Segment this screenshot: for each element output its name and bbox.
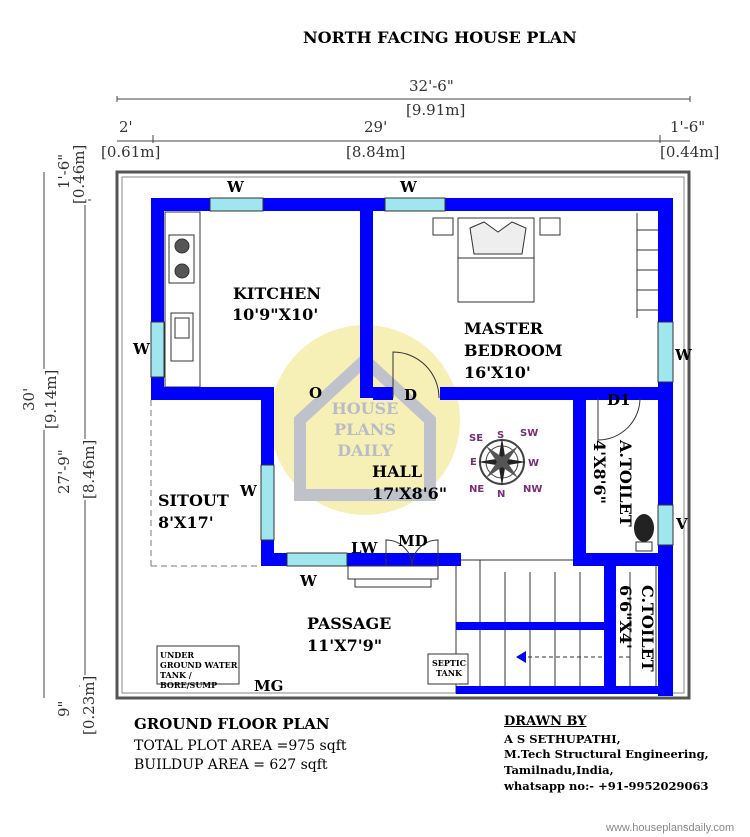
compass-ne: NE	[469, 484, 485, 495]
windows	[150, 197, 674, 567]
doors	[347, 351, 641, 588]
hall-name: HALL	[372, 462, 423, 481]
wardrobe	[636, 213, 658, 318]
window-label-kitchen-top: W	[227, 178, 244, 196]
sitout-name: SITOUT	[158, 491, 229, 510]
main-depth-ft: 27'-9"	[55, 448, 73, 495]
compass-n: N	[497, 489, 506, 500]
overall-width-m: [9.91m]	[405, 101, 467, 119]
credit-name: A S SETHUPATHI,	[504, 732, 621, 746]
credit-contact: whatsapp no:- +91-9952029063	[504, 779, 709, 793]
sitout-boundary	[150, 400, 261, 567]
window-label-kitchen-left: W	[133, 340, 150, 358]
compass-e: E	[470, 457, 477, 468]
hall-size: 17'X8'6"	[372, 484, 448, 503]
lw-label: LW	[351, 539, 378, 557]
compass-rose	[478, 438, 526, 486]
credit-heading: DRAWN BY	[504, 714, 587, 729]
toilet-fixture	[634, 514, 654, 552]
overall-depth-m: [9.14m]	[42, 368, 60, 430]
window-label-hall-left: W	[240, 482, 257, 500]
compass-se: SE	[469, 433, 484, 444]
middle-segment-ft: 29'	[363, 118, 389, 136]
ground-floor-plan-title: GROUND FLOOR PLAN	[134, 715, 330, 733]
water-tank-note: UNDER GROUND WATER TANK / BORE/SUMP	[160, 650, 238, 690]
window-label-bedroom-top: W	[400, 178, 417, 196]
bed	[432, 217, 561, 303]
left-segment-ft: 2'	[118, 118, 134, 136]
compass-nw: NW	[523, 484, 543, 495]
common-toilet-name: C.TOILET	[638, 585, 657, 672]
watermark-logo	[270, 325, 460, 515]
right-segment-ft: 1'-6"	[669, 118, 707, 136]
credit-qualification: M.Tech Structural Engineering,	[504, 747, 709, 761]
compass-sw: SW	[520, 428, 539, 439]
master-bedroom-name-2: BEDROOM	[464, 341, 563, 360]
attached-toilet-size: 4'X8'6"	[590, 440, 609, 504]
master-bedroom-size: 16'X10'	[464, 363, 531, 382]
window-label-bedroom-right: W	[675, 346, 692, 364]
kitchen-name: KITCHEN	[233, 284, 321, 303]
compass-s: S	[497, 430, 505, 441]
door-label: D	[404, 386, 418, 404]
plot-boundary	[115, 170, 691, 700]
right-segment-m: [0.44m]	[659, 143, 721, 161]
ventilator-label: V	[676, 515, 688, 533]
left-segment-m: [0.61m]	[100, 143, 162, 161]
door-1-label: D1	[607, 391, 631, 409]
master-bedroom-name-1: MASTER	[464, 319, 544, 338]
attached-toilet-name: A.TOILET	[616, 440, 635, 527]
window-label-hall-bottom: W	[300, 572, 317, 590]
kitchen-counter	[164, 211, 201, 388]
website-watermark: www.houseplansdaily.com	[606, 822, 735, 834]
overall-depth-ft: 30'	[20, 386, 38, 412]
overall-width-ft: 32'-6"	[408, 77, 455, 95]
top-segment-m: [0.46m]	[70, 143, 88, 205]
sitout-size: 8'X17'	[158, 513, 214, 532]
passage-size: 11'X7'9"	[307, 636, 383, 655]
main-gate-label: MG	[254, 677, 284, 695]
middle-segment-m: [8.84m]	[345, 143, 407, 161]
bottom-segment-ft: 9"	[55, 699, 73, 718]
compass-w: W	[528, 458, 540, 469]
water-tank-box	[156, 645, 240, 685]
passage-name: PASSAGE	[307, 614, 392, 633]
common-toilet-size: 6'6"X4'	[616, 585, 635, 649]
page-title: NORTH FACING HOUSE PLAN	[303, 28, 577, 47]
kitchen-size: 10'9"X10'	[232, 305, 319, 324]
septic-tank-box	[427, 653, 469, 685]
credit-location: Tamilnadu,India,	[504, 763, 614, 777]
total-plot-area: TOTAL PLOT AREA =975 sqft	[134, 738, 347, 754]
main-door-label: MD	[398, 532, 428, 550]
watermark-text: HOUSE PLANS DAILY	[331, 399, 399, 460]
opening-label: O	[309, 384, 323, 402]
main-depth-m: [8.46m]	[80, 438, 98, 500]
buildup-area: BUILDUP AREA = 627 sqft	[134, 757, 328, 773]
septic-tank-note: SEPTIC TANK	[432, 658, 466, 678]
plot-boundary-inner	[121, 176, 685, 694]
bottom-segment-m: [0.23m]	[80, 674, 98, 736]
